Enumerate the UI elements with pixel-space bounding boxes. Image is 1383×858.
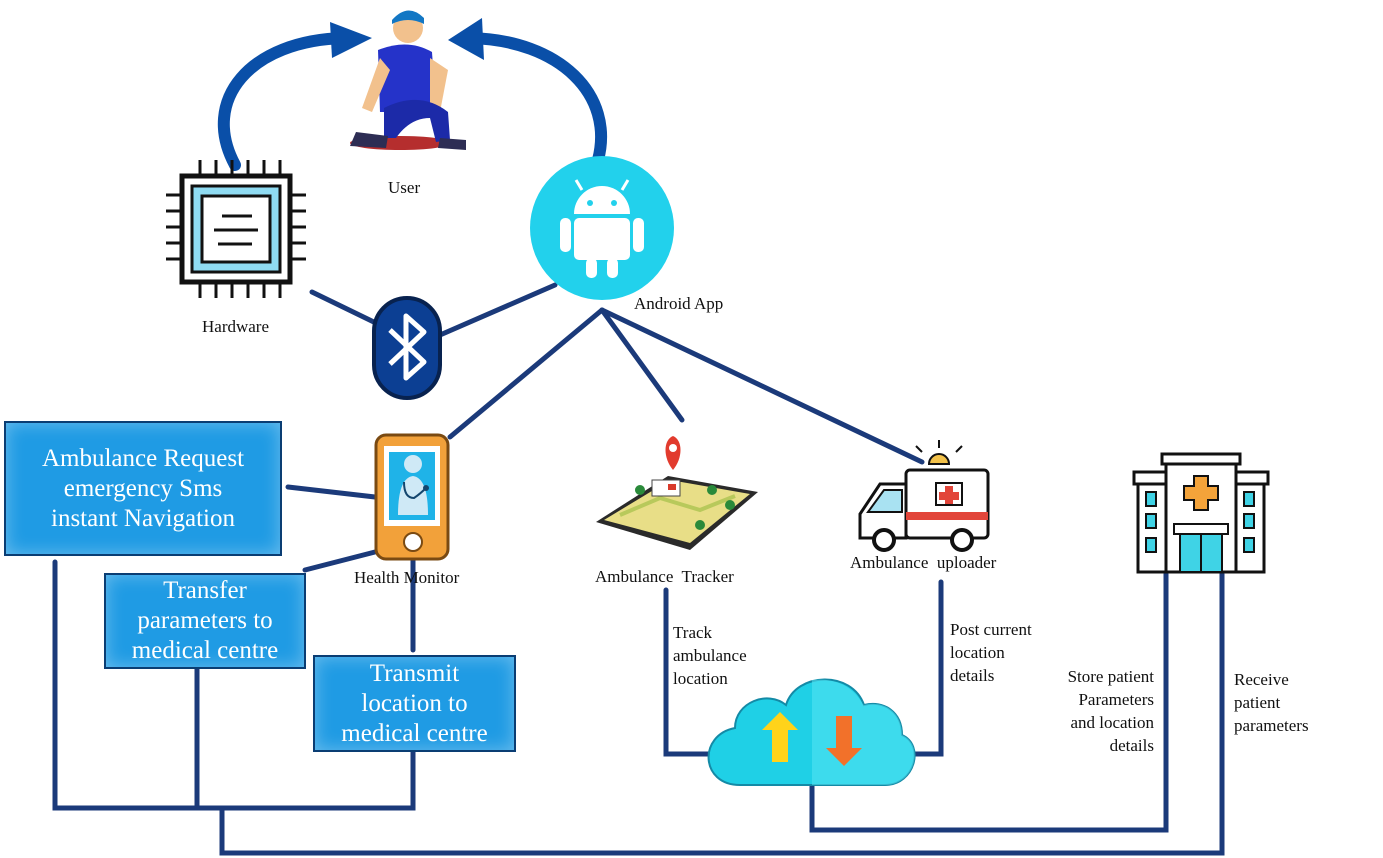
ambulance-tracker-map-icon [596,436,758,550]
receive-parameters-label: Receive patient parameters [1234,670,1309,735]
curve-arrow-hardware-to-user [218,22,372,171]
connector-lines [52,282,1225,856]
user-label: User [388,178,421,197]
cloud-storage-icon [707,678,916,786]
track-ambulance-label: Track ambulance location [673,623,747,688]
curve-arrow-app-to-user [448,18,608,166]
ambulance-request-box: Ambulance Request emergency Sms instant … [4,421,282,556]
android-app-icon [530,156,674,300]
transfer-parameters-box: Transfer parameters to medical centre [104,573,306,669]
bluetooth-icon [372,296,442,400]
post-location-label: Post current location details [950,620,1032,685]
transmit-location-box: Transmit location to medical centre [313,655,516,752]
store-patient-label: Store patient Parameters and location de… [1067,667,1154,755]
health-monitor-label: Health Monitor [354,568,460,587]
hospital-icon [1132,452,1270,574]
android-app-label: Android App [634,294,724,313]
hardware-label: Hardware [202,317,270,336]
ambulance-uploader-icon [858,440,990,552]
ambulance-uploader-label: Ambulance uploader [850,553,997,572]
ambulance-tracker-label: Ambulance Tracker [595,567,734,586]
user-person-icon [350,10,466,150]
health-monitor-phone-icon [374,433,450,561]
hardware-chip-icon [166,160,306,298]
